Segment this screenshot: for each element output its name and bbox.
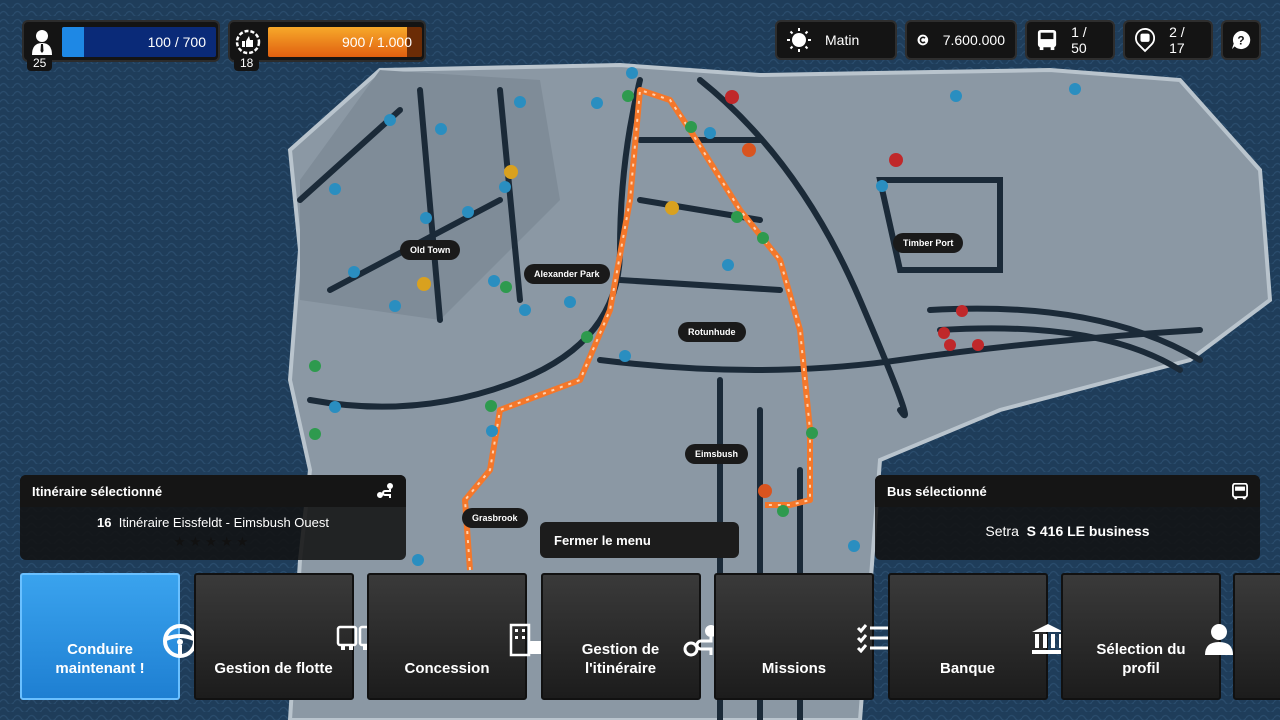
menu-tile-label: Gestion de flotte <box>214 660 333 677</box>
menu-tile-profile[interactable]: Sélection du profil <box>1061 573 1233 700</box>
passenger-bar: 100 / 700 <box>62 27 216 57</box>
passenger-progress: 100 / 700 <box>22 20 220 62</box>
map-label-old-town[interactable]: Old Town <box>400 240 461 260</box>
bus-count: 1 / 50 <box>1025 20 1115 60</box>
menu-tile-route[interactable]: Gestion de l'itinéraire <box>540 573 717 700</box>
menu-tile-steering-wheel[interactable]: Conduire maintenant ! <box>20 573 197 700</box>
reputation-level: 18 <box>234 55 260 71</box>
menu-tile-label: Banque <box>939 660 995 677</box>
time-of-day: Matin <box>775 20 897 60</box>
person-icon <box>32 30 52 55</box>
menu-tile-label: Missions <box>761 660 827 677</box>
selected-bus-panel: Bus sélectionné Setra S 416 LE business <box>875 475 1260 560</box>
thumbs-up-badge-icon <box>235 29 261 55</box>
bus-icon <box>1232 482 1248 499</box>
close-menu-button[interactable]: Fermer le menu <box>540 522 739 558</box>
land <box>287 62 1273 720</box>
money: 7.600.000 <box>905 20 1017 60</box>
map-label-timber-port[interactable]: Timber Port <box>893 233 964 253</box>
bus-icon <box>1037 29 1057 51</box>
route-rating-stars: ★★★★★ <box>173 534 253 549</box>
menu-tile-label: Concession <box>404 660 490 677</box>
menu-tile-dealership[interactable]: Concession <box>367 573 543 700</box>
bus-model: Setra S 416 LE business <box>985 523 1150 539</box>
menu-tile-more[interactable] <box>1233 573 1280 700</box>
menu-tile-label: Conduire maintenant ! <box>55 641 145 677</box>
route-icon <box>377 483 393 498</box>
help-button[interactable]: ? <box>1221 20 1261 60</box>
selected-route-panel: Itinéraire sélectionné 16 Itinéraire Eis… <box>20 475 406 560</box>
route-info: 16 Itinéraire Eissfeldt - Eimsbush Ouest <box>97 515 329 530</box>
bus-stop-pin-icon <box>1135 28 1156 53</box>
menu-tile-label: Sélection du profil <box>1096 641 1186 677</box>
map-label-rotunhude[interactable]: Rotunhude <box>678 322 746 342</box>
map-label-eimsbush[interactable]: Eimsbush <box>685 444 749 464</box>
bus-stop-markers <box>309 90 818 517</box>
reputation-bar: 900 / 1.000 <box>268 27 422 57</box>
menu-tile-checklist[interactable]: Missions <box>714 573 888 700</box>
map-label-alexander-park[interactable]: Alexander Park <box>524 264 610 284</box>
map-label-grasbrook[interactable]: Grasbrook <box>462 508 528 528</box>
stop-count: 2 / 17 <box>1123 20 1213 60</box>
menu-tile-label: Gestion de l'itinéraire <box>581 641 660 677</box>
coin-icon <box>917 34 929 46</box>
sun-icon <box>787 28 811 52</box>
help-bubble-icon: ? <box>1231 30 1251 50</box>
menu-tile-fleet[interactable]: Gestion de flotte <box>193 573 379 700</box>
poi-markers <box>329 67 1081 566</box>
passenger-level: 25 <box>27 55 53 71</box>
svg-text:?: ? <box>1237 34 1244 48</box>
menu-tile-bank[interactable]: Banque <box>887 573 1064 700</box>
reputation-progress: 900 / 1.000 <box>228 20 426 62</box>
